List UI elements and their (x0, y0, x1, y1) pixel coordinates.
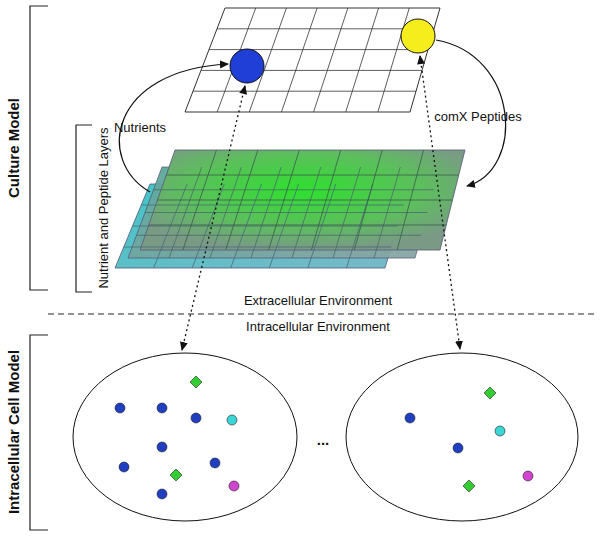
cell-ellipse (73, 353, 297, 521)
molecule-diamond (170, 469, 182, 481)
molecule (119, 462, 129, 472)
molecule (157, 489, 167, 499)
section-title: Intracellular Cell Model (5, 350, 22, 514)
bracket (76, 125, 92, 292)
culture-grid (185, 8, 440, 112)
cell-ellipse (346, 353, 578, 521)
divider (48, 314, 598, 315)
grid-line (346, 8, 379, 112)
molecule (453, 443, 463, 453)
molecule-diamond (190, 376, 202, 388)
molecule (115, 403, 125, 413)
grid-line (166, 175, 459, 176)
molecule-diamond (463, 480, 475, 492)
molecule (227, 415, 237, 425)
molecule (523, 471, 533, 481)
ellipsis: ... (317, 431, 330, 448)
grid-line (217, 28, 434, 29)
molecule (157, 442, 167, 452)
bracket (30, 6, 48, 290)
cell-yellow (401, 19, 435, 53)
grid-line (137, 235, 422, 236)
grid-line (145, 212, 428, 213)
molecule (495, 426, 505, 436)
region-label: Intracellular Environment (243, 320, 393, 335)
grid-line (124, 247, 392, 248)
section-title: Culture Model (5, 98, 22, 198)
molecule (210, 458, 220, 468)
link-dotted (420, 56, 460, 349)
grid-line (193, 91, 416, 92)
grid-line (133, 226, 398, 227)
cell-blue (230, 49, 264, 83)
grid-line (154, 189, 434, 190)
grid-line (281, 8, 317, 112)
grid-line (149, 225, 447, 226)
link-dotted (182, 86, 245, 350)
molecule (157, 403, 167, 413)
grid-line (141, 205, 404, 206)
region-label: Extracellular Environment (241, 294, 395, 309)
arrow-label: comX Peptides (434, 110, 521, 125)
molecule (229, 481, 239, 491)
layer-label: Nutrient and Peptide Layers (97, 126, 112, 291)
molecule (191, 413, 201, 423)
grid-line (158, 200, 453, 201)
molecule (405, 413, 415, 423)
molecule-diamond (484, 387, 496, 399)
grid-line (314, 8, 348, 112)
arrow-label: Nutrients (114, 121, 166, 136)
bracket (30, 335, 48, 530)
grid-line (378, 8, 409, 112)
